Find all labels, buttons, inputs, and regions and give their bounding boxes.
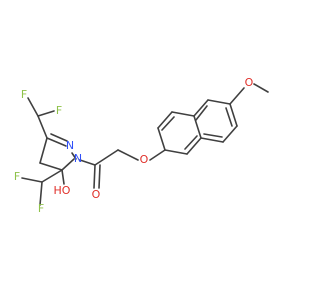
atom-hydroxyl: HO xyxy=(54,184,71,197)
bond xyxy=(117,149,139,161)
bond xyxy=(93,164,96,189)
bond xyxy=(193,99,209,117)
bond xyxy=(203,133,223,138)
bond xyxy=(39,137,48,164)
bond xyxy=(171,111,195,117)
bond xyxy=(161,116,175,131)
bond xyxy=(229,87,245,105)
atom-f2: F xyxy=(56,104,62,117)
atom-o-methoxy: O xyxy=(245,76,254,89)
atom-f3: F xyxy=(14,170,20,183)
bond xyxy=(186,137,202,155)
bond xyxy=(200,137,224,143)
bond xyxy=(27,97,39,117)
atom-n2: N xyxy=(74,152,82,165)
bond xyxy=(98,164,101,189)
bond xyxy=(61,169,65,185)
bond xyxy=(37,115,48,139)
molecule-diagram: F F N N O O O F F HO xyxy=(14,76,269,215)
atom-n1: N xyxy=(66,139,74,152)
bond xyxy=(193,115,202,139)
bond xyxy=(61,158,75,171)
bond xyxy=(222,125,238,143)
bond xyxy=(157,111,173,129)
bond xyxy=(229,103,238,127)
atom-f4: F xyxy=(38,202,44,215)
bond xyxy=(184,135,198,150)
bond xyxy=(79,159,96,166)
structure-svg: F F N N O O O F F HO xyxy=(14,76,269,215)
bond xyxy=(195,105,208,121)
bond xyxy=(164,149,188,155)
atom-f1: F xyxy=(21,88,27,101)
bond xyxy=(50,133,68,142)
atom-o-ether: O xyxy=(140,153,149,166)
bond xyxy=(37,110,55,117)
bond xyxy=(225,107,233,127)
bond xyxy=(149,149,166,161)
atom-o-carbonyl: O xyxy=(92,188,101,201)
bond xyxy=(21,177,43,183)
bond xyxy=(39,181,43,206)
bond xyxy=(41,169,63,183)
bond xyxy=(157,127,166,151)
bond xyxy=(207,99,231,105)
bond xyxy=(39,162,63,171)
bond xyxy=(71,152,77,160)
atom-label-group: F F N N O O O F F HO xyxy=(14,76,254,215)
bond xyxy=(253,83,269,93)
bond-group xyxy=(21,83,269,206)
bond xyxy=(94,149,119,166)
bond xyxy=(46,137,67,147)
